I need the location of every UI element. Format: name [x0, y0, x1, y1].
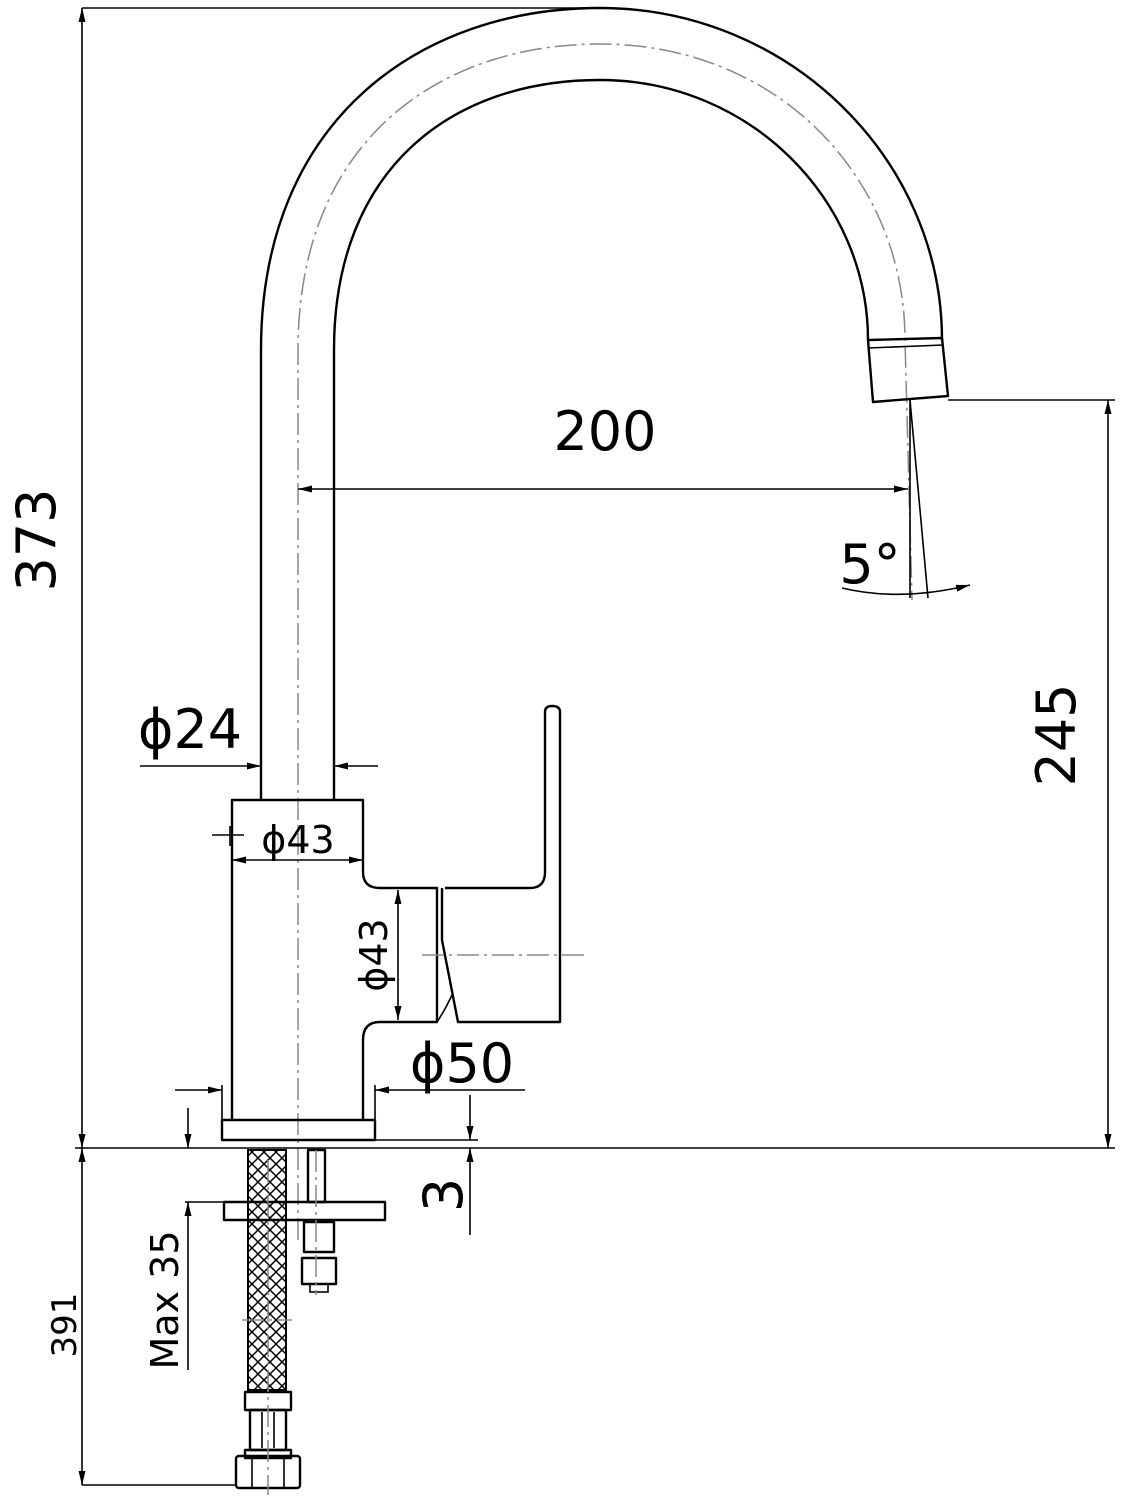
dim-spout-height: 245 — [1025, 683, 1088, 786]
dim-spout-reach: 200 — [553, 400, 656, 463]
dim-total-height: 373 — [5, 488, 68, 591]
dim-base-thickness: 3 — [412, 1178, 475, 1212]
under-counter-fittings — [222, 1148, 387, 1495]
dim-max-counter-thickness: Max 35 — [143, 1231, 187, 1370]
braided-hose — [247, 1149, 287, 1391]
mounting-plate — [222, 1200, 387, 1222]
fixing-nut — [300, 1256, 338, 1286]
dim-base-diameter: ϕ50 — [410, 1032, 514, 1095]
base-plate — [220, 1118, 377, 1142]
dim-handle-diameter: ϕ43 — [352, 918, 396, 991]
dim-spout-diameter: ϕ24 — [138, 698, 242, 761]
dim-body-diameter: ϕ43 — [261, 818, 334, 862]
aerator-nozzle — [866, 336, 950, 404]
mixer-body — [220, 704, 585, 1142]
dim-spout-angle: 5° — [839, 533, 900, 596]
lever-handle — [440, 704, 562, 1024]
dim-hose-length: 391 — [45, 1293, 85, 1358]
